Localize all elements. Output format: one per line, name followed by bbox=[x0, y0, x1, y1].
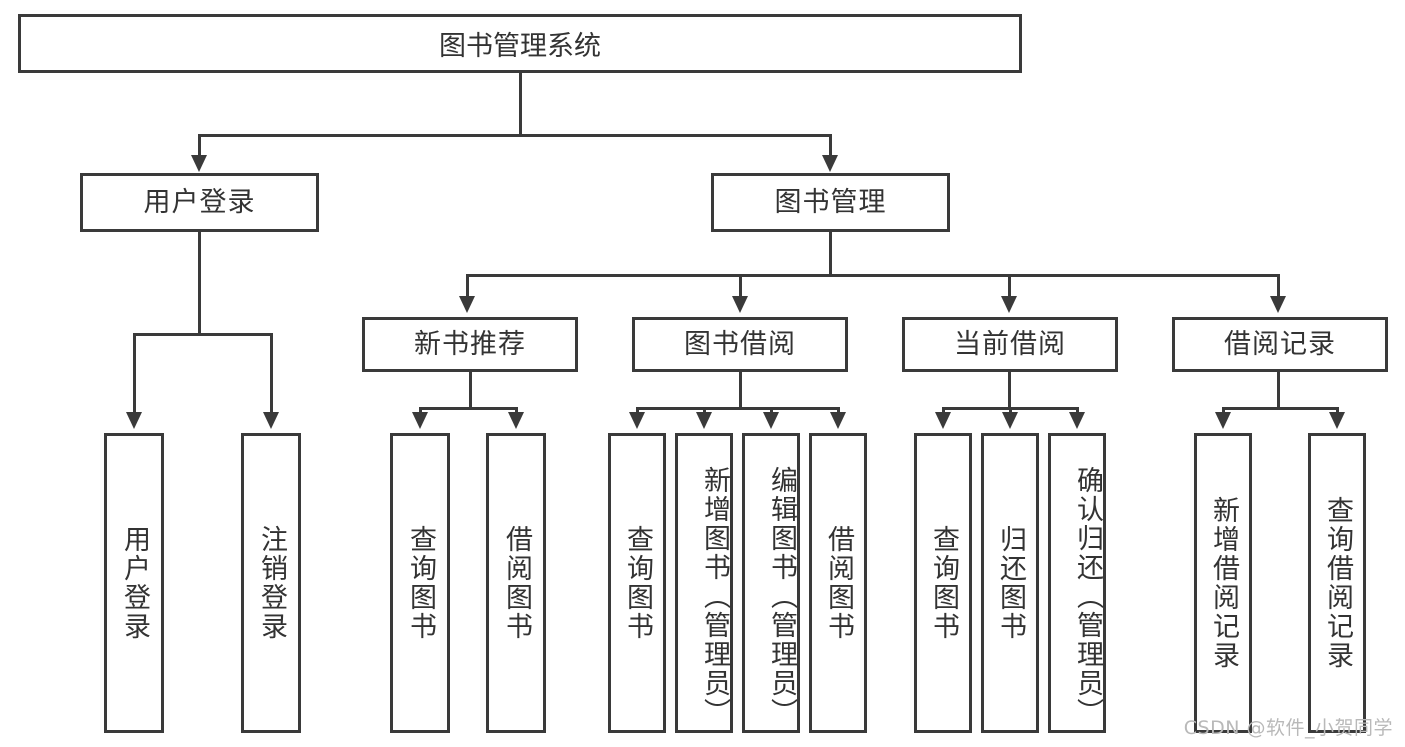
edge-to-leaf-br-1 bbox=[1222, 407, 1225, 415]
edge-to-leaf-cb-3 bbox=[1076, 407, 1079, 415]
node-label: 图书管理系统 bbox=[439, 31, 601, 62]
node-label: 新书推荐 bbox=[414, 328, 526, 360]
edge-bus-level3 bbox=[466, 274, 1279, 277]
edge-root-stem bbox=[519, 73, 522, 136]
leaf-logout[interactable]: 注销登录 bbox=[241, 433, 301, 733]
node-label: 归还图书 bbox=[994, 525, 1026, 641]
leaf-query-book-borrow[interactable]: 查询图书 bbox=[608, 433, 666, 733]
arrow-to-leaf-cb-3 bbox=[1069, 412, 1085, 429]
edge-bus-user-login-leaves bbox=[133, 333, 272, 336]
arrow-to-new-book bbox=[459, 296, 475, 313]
arrow-to-leaf-cb-1 bbox=[935, 412, 951, 429]
leaf-borrow-book-recommend[interactable]: 借阅图书 bbox=[486, 433, 546, 733]
edge-to-leaf-bb-1 bbox=[636, 407, 639, 415]
node-root-system[interactable]: 图书管理系统 bbox=[18, 14, 1022, 73]
node-label: 查询借阅记录 bbox=[1321, 496, 1353, 670]
node-borrow-record[interactable]: 借阅记录 bbox=[1172, 317, 1388, 372]
leaf-confirm-return-admin[interactable]: 确认归还（管理员） bbox=[1048, 433, 1106, 733]
edge-to-borrow-record bbox=[1277, 274, 1280, 299]
edge-to-leaf-cb-1 bbox=[942, 407, 945, 415]
edge-to-book-manage bbox=[829, 134, 832, 159]
edge-new-book-stem bbox=[469, 372, 472, 410]
leaf-edit-book-admin[interactable]: 编辑图书（管理员） bbox=[742, 433, 800, 733]
node-label: 编辑图书（管理员） bbox=[766, 465, 797, 727]
arrow-to-leaf-bb-1 bbox=[629, 412, 645, 429]
leaf-add-book-admin[interactable]: 新增图书（管理员） bbox=[675, 433, 733, 733]
node-book-management[interactable]: 图书管理 bbox=[711, 173, 950, 232]
node-label: 新增借阅记录 bbox=[1207, 496, 1239, 670]
edge-to-leaf-bb-2 bbox=[703, 407, 706, 415]
node-label: 新增图书（管理员） bbox=[699, 465, 730, 727]
leaf-user-login[interactable]: 用户登录 bbox=[104, 433, 164, 733]
node-user-login[interactable]: 用户登录 bbox=[80, 173, 319, 232]
edge-borrow-record-stem bbox=[1277, 372, 1280, 410]
watermark-text: CSDN @软件_小贺同学 bbox=[1183, 717, 1393, 739]
edge-book-borrow-stem bbox=[739, 372, 742, 410]
node-label: 注销登录 bbox=[255, 525, 287, 641]
arrow-to-leaf-br-2 bbox=[1329, 412, 1345, 429]
arrow-to-borrow-record bbox=[1270, 296, 1286, 313]
arrow-to-leaf-cb-2 bbox=[1002, 412, 1018, 429]
node-label: 借阅记录 bbox=[1224, 328, 1336, 360]
node-label: 查询图书 bbox=[404, 525, 436, 641]
edge-to-current-borrow bbox=[1008, 274, 1011, 299]
arrow-to-leaf-bb-4 bbox=[830, 412, 846, 429]
arrow-to-leaf-br-1 bbox=[1215, 412, 1231, 429]
edge-to-leaf-user-login bbox=[133, 333, 136, 415]
arrow-to-leaf-logout bbox=[263, 412, 279, 429]
arrow-to-book-manage bbox=[822, 155, 838, 172]
node-label: 图书借阅 bbox=[684, 328, 796, 360]
node-label: 图书管理 bbox=[774, 186, 887, 218]
leaf-borrow-book-borrow[interactable]: 借阅图书 bbox=[809, 433, 867, 733]
arrow-to-leaf-borrow-book-1 bbox=[508, 412, 524, 429]
edge-to-leaf-br-2 bbox=[1336, 407, 1339, 415]
arrow-to-book-borrow bbox=[732, 296, 748, 313]
edge-to-leaf-logout bbox=[270, 333, 273, 415]
arrow-to-leaf-query-book-1 bbox=[412, 412, 428, 429]
edge-to-book-borrow bbox=[739, 274, 742, 299]
node-label: 用户登录 bbox=[118, 525, 150, 641]
edge-to-new-book bbox=[466, 274, 469, 299]
arrow-to-leaf-bb-2 bbox=[696, 412, 712, 429]
arrow-to-user-login bbox=[191, 155, 207, 172]
leaf-add-borrow-record[interactable]: 新增借阅记录 bbox=[1194, 433, 1252, 733]
edge-to-user-login bbox=[198, 134, 201, 159]
edge-book-manage-stem bbox=[829, 232, 832, 276]
arrow-to-current-borrow bbox=[1001, 296, 1017, 313]
node-label: 查询图书 bbox=[927, 525, 959, 641]
edge-current-borrow-stem bbox=[1008, 372, 1011, 410]
leaf-query-book-current[interactable]: 查询图书 bbox=[914, 433, 972, 733]
node-label: 借阅图书 bbox=[822, 525, 854, 641]
edge-to-leaf-bb-3 bbox=[770, 407, 773, 415]
edge-bus-new-book-leaves bbox=[419, 407, 518, 410]
node-label: 查询图书 bbox=[621, 525, 653, 641]
edge-user-login-stem bbox=[198, 232, 201, 335]
edge-bus-book-borrow-leaves bbox=[636, 407, 840, 410]
arrow-to-leaf-user-login bbox=[126, 412, 142, 429]
arrow-to-leaf-bb-3 bbox=[763, 412, 779, 429]
edge-to-leaf-cb-2 bbox=[1009, 407, 1012, 415]
edge-bus-borrow-record-leaves bbox=[1222, 407, 1339, 410]
leaf-query-borrow-record[interactable]: 查询借阅记录 bbox=[1308, 433, 1366, 733]
edge-to-leaf-query-book-1 bbox=[419, 407, 422, 415]
node-book-borrow[interactable]: 图书借阅 bbox=[632, 317, 848, 372]
leaf-return-book[interactable]: 归还图书 bbox=[981, 433, 1039, 733]
node-label: 确认归还（管理员） bbox=[1072, 465, 1103, 727]
leaf-query-book-recommend[interactable]: 查询图书 bbox=[390, 433, 450, 733]
node-current-borrow[interactable]: 当前借阅 bbox=[902, 317, 1118, 372]
node-label: 当前借阅 bbox=[954, 328, 1066, 360]
node-new-book-recommend[interactable]: 新书推荐 bbox=[362, 317, 578, 372]
node-label: 用户登录 bbox=[143, 186, 256, 218]
edge-to-leaf-bb-4 bbox=[837, 407, 840, 415]
edge-to-leaf-borrow-book-1 bbox=[515, 407, 518, 415]
node-label: 借阅图书 bbox=[500, 525, 532, 641]
edge-bus-level2 bbox=[198, 134, 832, 137]
